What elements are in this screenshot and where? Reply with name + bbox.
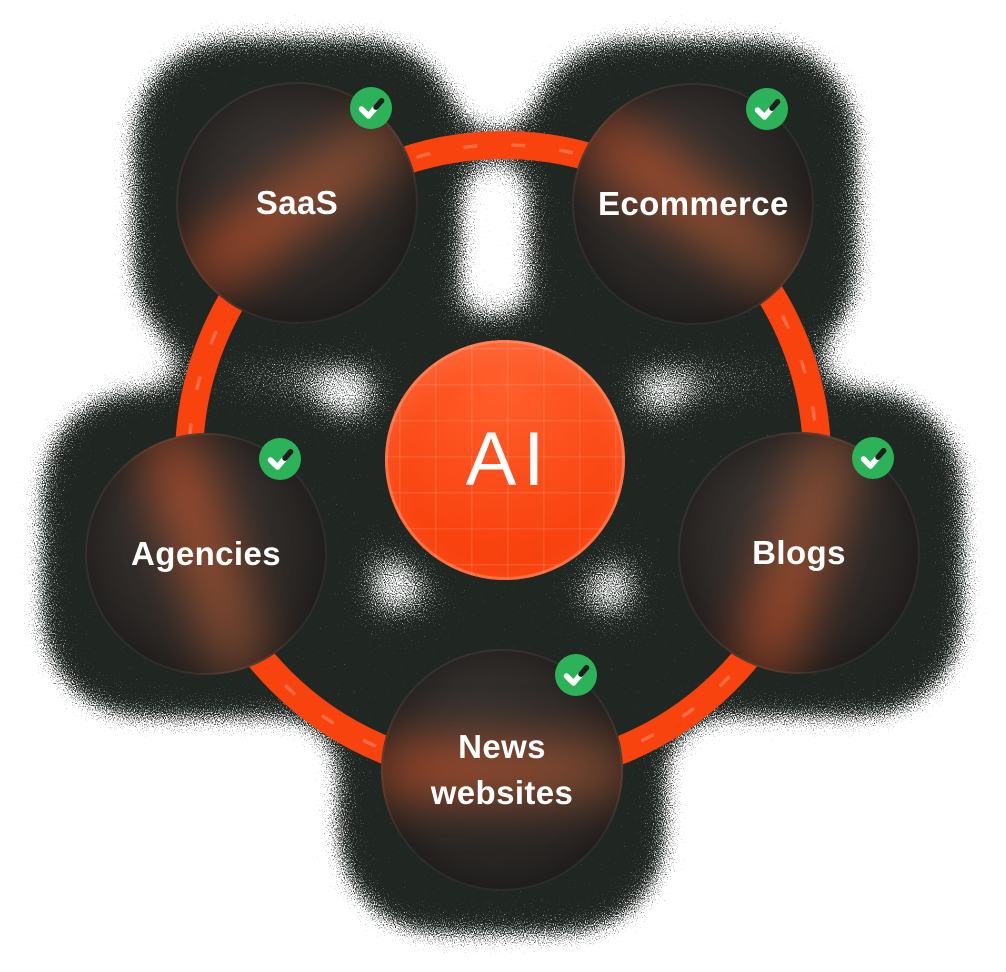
grid-texture xyxy=(385,340,625,580)
node-label: Agencies xyxy=(131,534,281,572)
node-label: Ecommerce xyxy=(598,184,789,222)
checkmark-icon xyxy=(350,87,392,129)
node-news-websites: News websites xyxy=(381,649,623,891)
node-label: SaaS xyxy=(255,183,339,221)
node-blogs: Blogs xyxy=(678,432,920,674)
center-node-ai: AI xyxy=(385,340,625,580)
checkmark-icon xyxy=(852,437,894,479)
center-node-label: AI xyxy=(465,417,552,502)
node-circle xyxy=(381,649,623,891)
checkmark-icon xyxy=(555,654,597,696)
node-label: Blogs xyxy=(752,533,846,571)
node-ecommerce: Ecommerce xyxy=(572,83,814,325)
node-label: News websites xyxy=(430,727,574,811)
node-agencies: Agencies xyxy=(85,433,327,675)
checkmark-icon xyxy=(746,88,788,130)
node-saas: SaaS xyxy=(176,82,418,324)
ring-glow-streak xyxy=(381,739,623,801)
checkmark-icon xyxy=(259,438,301,480)
